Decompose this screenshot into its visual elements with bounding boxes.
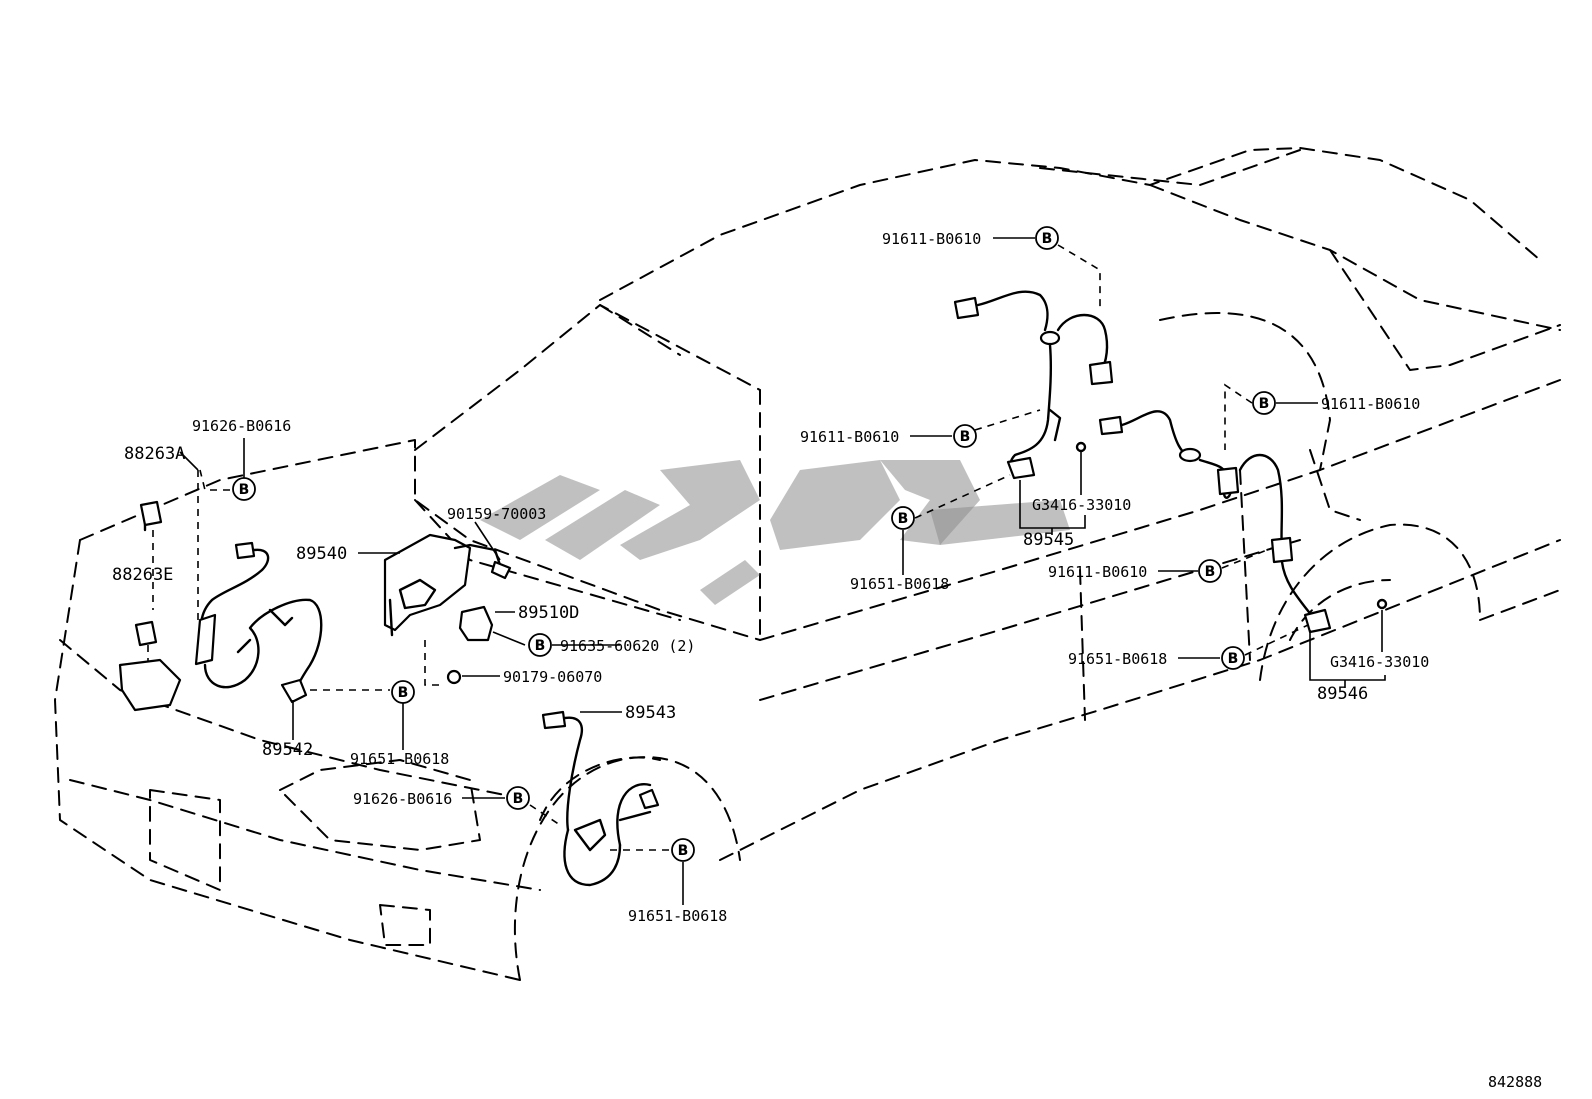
relay-block-icon [118, 658, 182, 712]
car-body-outline [54, 147, 1561, 981]
svg-text:B: B [239, 482, 250, 498]
rear-left-sensor-harness-89545 [953, 290, 1114, 480]
rear-right-sensor-harness-89546 [1098, 410, 1332, 634]
badge-b-91626-bottom: B [506, 786, 530, 810]
badge-b-91651-right: B [1221, 646, 1245, 670]
abs-actuator-89540 [383, 533, 502, 637]
svg-text:B: B [535, 638, 546, 654]
label-89542: 89542 [262, 740, 313, 760]
svg-text:B: B [1205, 564, 1216, 580]
sensor-89510d-icon [458, 605, 494, 642]
badge-b-91651-bottom: B [671, 838, 695, 862]
label-91651-bottom: 91651-B0618 [628, 907, 727, 925]
label-89510d: 89510D [518, 603, 579, 623]
svg-text:B: B [678, 843, 689, 859]
label-g3416-center: G3416-33010 [1032, 496, 1131, 514]
label-88263e: 88263E [112, 565, 173, 585]
badge-b-91611-right: B [1252, 391, 1276, 415]
badge-b-91611-mid: B [953, 424, 977, 448]
badge-b-91611-top: B [1035, 226, 1059, 250]
label-91635: 91635-60620 (2) [560, 637, 695, 655]
front-left-sensor-harness-89542 [194, 541, 323, 704]
leader-lines [179, 237, 1386, 905]
badge-b-91635: B [528, 633, 552, 657]
label-91611-right: 91611-B0610 [1321, 395, 1420, 413]
svg-text:B: B [1228, 651, 1239, 667]
svg-text:B: B [398, 685, 409, 701]
svg-text:B: B [960, 429, 971, 445]
diagram-id: 842888 [1488, 1073, 1542, 1091]
rear-right-grommet-icon [1376, 598, 1388, 610]
label-91651-center: 91651-B0618 [850, 575, 949, 593]
label-89546: 89546 [1317, 684, 1368, 704]
bolt-90159-icon [490, 560, 512, 580]
watermark-logo [480, 460, 1070, 605]
label-91611-right-low: 91611-B0610 [1048, 563, 1147, 581]
part-labels: 88263A 88263E 91626-B0616 89540 90159-70… [112, 230, 1542, 1091]
label-91626-bottom: 91626-B0616 [353, 790, 452, 808]
label-91626-top: 91626-B0616 [192, 417, 291, 435]
label-g3416-right: G3416-33010 [1330, 653, 1429, 671]
label-88263a: 88263A [124, 444, 185, 464]
svg-text:B: B [898, 511, 909, 527]
badge-b-91651-center: B [891, 506, 915, 530]
svg-text:B: B [513, 791, 524, 807]
rear-left-grommet-icon [1075, 441, 1087, 453]
badge-b-91611-right-low: B [1198, 559, 1222, 583]
nut-90179-icon [446, 669, 462, 685]
label-90159: 90159-70003 [447, 505, 546, 523]
label-89545: 89545 [1023, 530, 1074, 550]
badge-b-91651-left: B [391, 680, 415, 704]
label-91651-right: 91651-B0618 [1068, 650, 1167, 668]
svg-text:B: B [1042, 231, 1053, 247]
front-right-sensor-harness-89543 [541, 710, 660, 887]
relay-88263a-icon [139, 500, 163, 532]
label-91611-top: 91611-B0610 [882, 230, 981, 248]
label-91651-left: 91651-B0618 [350, 750, 449, 768]
label-91611-mid: 91611-B0610 [800, 428, 899, 446]
label-90179: 90179-06070 [503, 668, 602, 686]
badge-b-91626-top: B [232, 477, 256, 501]
relay-88263e-icon [134, 620, 158, 647]
label-89543: 89543 [625, 703, 676, 723]
label-89540: 89540 [296, 544, 347, 564]
svg-text:B: B [1259, 396, 1270, 412]
